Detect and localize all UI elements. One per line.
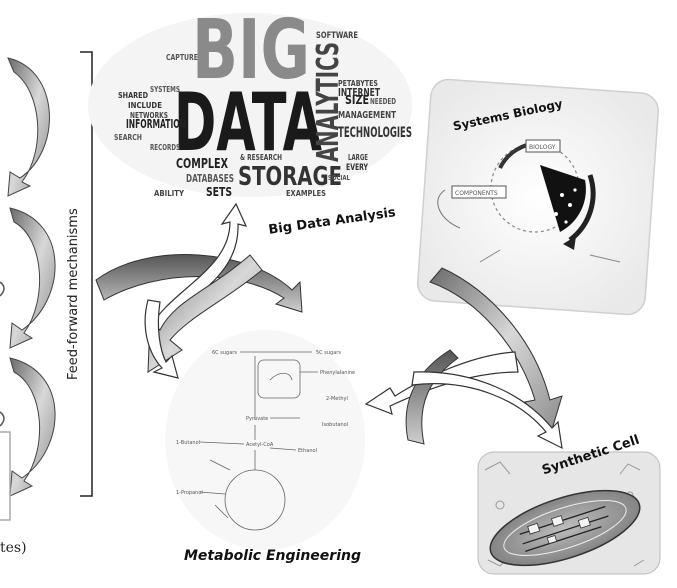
cloud-information: INFORMATION xyxy=(126,117,186,131)
cloud-every: EVERY xyxy=(346,163,368,173)
systems-dark-wedge xyxy=(540,165,586,232)
pathway-ethanol: Ethanol xyxy=(298,448,317,454)
left-edge-mark-1 xyxy=(0,281,5,297)
cloud-systems: SYSTEMS xyxy=(150,85,180,94)
left-edge-mark-2 xyxy=(0,411,5,427)
arrow-to-metabolic-white xyxy=(144,299,179,379)
pathway-phenylalanine: Phenylalanine xyxy=(320,370,355,376)
cloud-management: MANAGEMENT xyxy=(338,110,396,121)
cloud-big: BIG xyxy=(192,3,310,98)
bottom-left-fragment: tes) xyxy=(0,540,27,556)
cloud-needed: NEEDED xyxy=(370,97,396,106)
systems-biology-panel: COMPONENTS BIOLOGY xyxy=(416,78,660,316)
cloud-capture: CAPTURE xyxy=(166,53,198,62)
big-data-word-cloud: BIG DATA ANALYTICS STORAGE TECHNOLOGIES … xyxy=(88,3,412,199)
cloud-large: LARGE xyxy=(348,153,368,162)
arrow-center-gray xyxy=(147,254,263,373)
label-metabolic-engineering: Metabolic Engineering xyxy=(184,548,361,564)
pathway-5c: 5C sugars xyxy=(316,350,341,356)
left-arrow-2 xyxy=(9,207,56,349)
left-arrow-3 xyxy=(9,357,56,497)
metabolic-pathway: 6C sugars 5C sugars Phenylalanine Pyruva… xyxy=(165,330,365,550)
pathway-isobutanol: Isobutanol xyxy=(322,422,348,428)
cloud-data: DATA xyxy=(174,76,322,169)
systems-component-label: COMPONENTS xyxy=(455,190,498,197)
cloud-examples: EXAMPLES xyxy=(286,189,326,198)
pathway-pyruvate: Pyruvate xyxy=(246,416,268,422)
cloud-complex: COMPLEX xyxy=(176,157,228,172)
arrow-gray-vertical xyxy=(405,349,459,445)
cloud-shared: SHARED xyxy=(118,91,148,100)
cloud-analytics: ANALYTICS xyxy=(311,42,346,162)
left-arrow-1 xyxy=(7,57,50,197)
cloud-ability: ABILITY xyxy=(154,189,184,198)
cloud-software: SOFTWARE xyxy=(316,31,358,41)
cloud-networks: NETWORKS xyxy=(130,111,168,120)
feed-forward-label: Feed-forward mechanisms xyxy=(66,208,81,380)
cloud-storage: STORAGE xyxy=(238,162,342,192)
arrow-systems-to-cell xyxy=(429,267,563,438)
arrow-to-synthetic-cell xyxy=(411,371,563,450)
feed-forward-bracket xyxy=(80,51,93,497)
center-arrows xyxy=(95,202,303,379)
pathway-propanol: 1-Propanol xyxy=(176,490,203,496)
pathway-acetyl: Acetyl-CoA xyxy=(246,442,274,448)
systems-top-label: BIOLOGY xyxy=(529,144,556,151)
cloud-internet: INTERNET xyxy=(338,86,380,99)
pathway-6c: 6C sugars xyxy=(212,350,237,356)
cloud-research: & RESEARCH xyxy=(240,153,282,162)
right-arrows xyxy=(364,267,563,450)
feed-forward-arrows xyxy=(0,57,56,521)
left-edge-fragment xyxy=(0,431,11,521)
synthetic-cell-panel xyxy=(477,451,661,575)
cloud-social: SOCIAL xyxy=(328,174,350,182)
cloud-records: RECORDS xyxy=(150,143,180,152)
pathway-butanol: 1-Butanol xyxy=(176,440,200,446)
cloud-size: SIZE xyxy=(345,93,369,107)
cloud-technologies: TECHNOLOGIES xyxy=(338,125,412,141)
cloud-databases: DATABASES xyxy=(186,172,234,185)
cloud-include: INCLUDE xyxy=(128,101,162,110)
cell-body xyxy=(489,489,641,567)
pathway-methyl: 2-Methyl xyxy=(326,396,348,402)
cloud-petabytes: PETABYTES xyxy=(338,79,378,88)
cloud-search: SEARCH xyxy=(114,133,142,142)
cloud-sets: SETS xyxy=(206,185,232,199)
